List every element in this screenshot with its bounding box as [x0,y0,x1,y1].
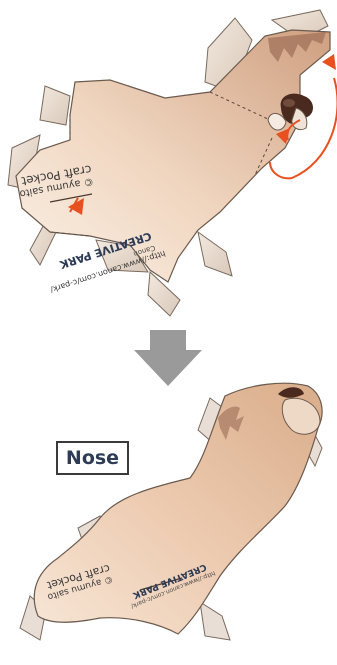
flat-template-illustration: © ayumu saito craft Pocket Canon CREATIV… [0,0,337,330]
folded-nose-illustration: © ayumu saito craft Pocket CREATIVE PARK… [0,378,337,665]
step2-folded-result: © ayumu saito craft Pocket CREATIVE PARK… [0,378,337,665]
step1-flat-template: © ayumu saito craft Pocket Canon CREATIV… [0,0,337,330]
paper-body [34,383,322,634]
paper-body [16,30,330,282]
